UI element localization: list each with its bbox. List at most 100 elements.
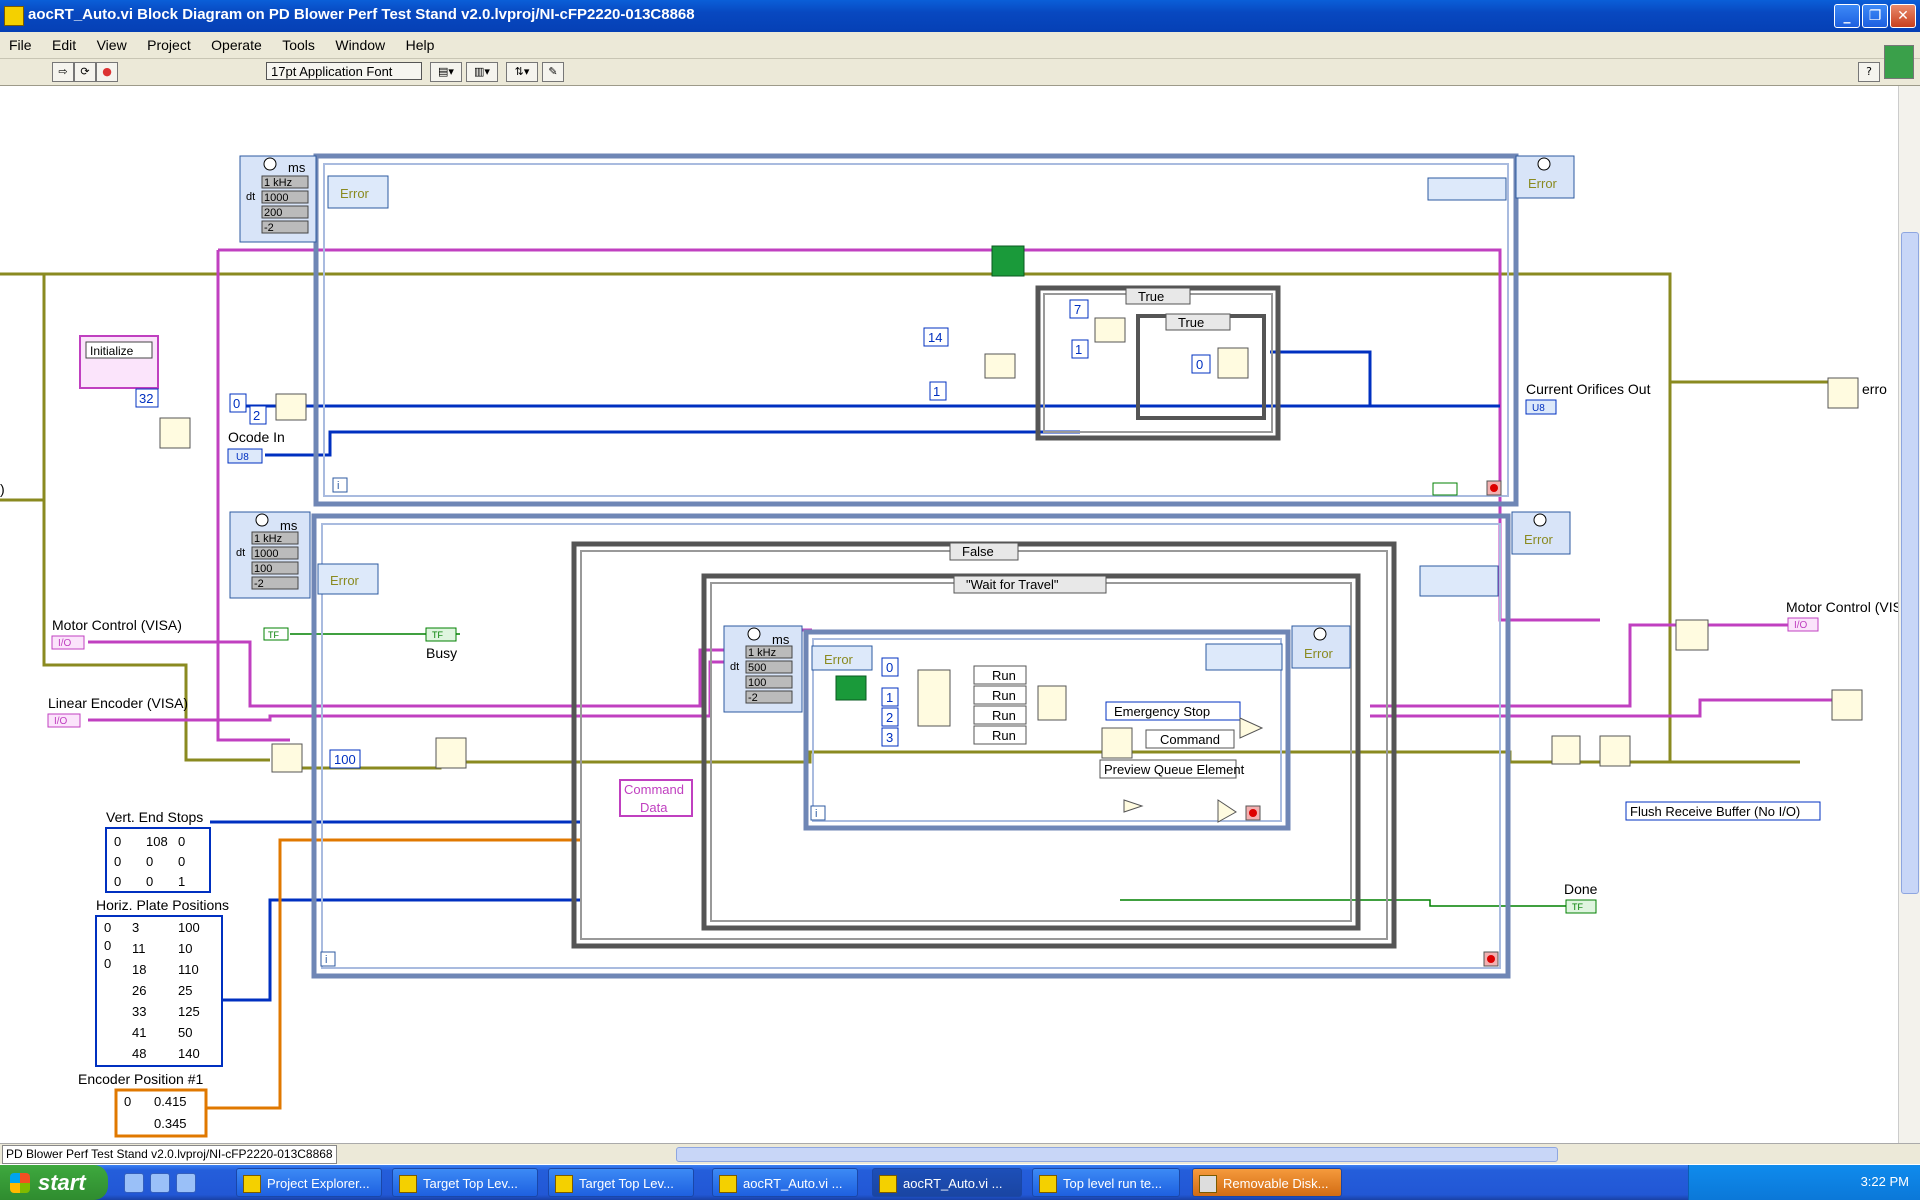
align-objects-icon[interactable]: ▤▾ [430, 62, 462, 82]
minimize-button[interactable]: _ [1834, 4, 1860, 28]
hpp-r4-c0: 33 [132, 1004, 146, 1019]
case-structure-true-inner[interactable]: True [1136, 313, 1266, 420]
loop-bottom-source: 1 kHz [254, 533, 282, 545]
task-target-top-2[interactable]: Target Top Lev... [548, 1168, 694, 1197]
wait-ms-icon [435, 737, 467, 769]
close-button[interactable]: ✕ [1890, 4, 1916, 28]
labview-icon [719, 1175, 737, 1193]
vi-icon [1884, 45, 1914, 79]
encoder-position-array[interactable]: Encoder Position #1 0 0.415 0.345 [78, 1071, 208, 1138]
hpp-r2-c1: 110 [178, 962, 199, 977]
const-0a: 0 [233, 396, 240, 411]
font-select[interactable]: 17pt Application Font [266, 62, 422, 80]
task-label: Top level run te... [1063, 1176, 1162, 1191]
ocode-in-label: Ocode In [228, 429, 285, 445]
svg-text:dt: dt [730, 661, 739, 673]
hpp-index-1: 0 [104, 938, 111, 953]
timed-loop-bottom[interactable]: ms 1 kHz dt 1000 100 -2 Error Error i [229, 511, 1571, 979]
cleanup-diagram-icon[interactable]: ✎ [542, 62, 564, 82]
hpp-r0-c0: 3 [132, 920, 139, 935]
task-top-level-run[interactable]: Top level run te... [1032, 1168, 1180, 1197]
reorder-icon[interactable]: ⇅▾ [506, 62, 538, 82]
loop-inner-unit: ms [772, 632, 790, 647]
loop-top-iteration: i [337, 480, 339, 492]
run-continuous-icon[interactable]: ⟳ [74, 62, 96, 82]
horizontal-scroll-thumb[interactable] [676, 1147, 1558, 1162]
block-diagram[interactable]: ms 1 kHz dt 1000 200 -2 Error Error i Tr… [0, 86, 1898, 1148]
case-structure-false[interactable]: False [571, 541, 1397, 949]
index-array-icon [917, 669, 951, 727]
done-label: Done [1564, 881, 1598, 897]
idx-2: 2 [886, 710, 893, 725]
hpp-index-0: 0 [104, 920, 111, 935]
menu-help[interactable]: Help [405, 37, 435, 53]
task-aocrt-auto-2[interactable]: aocRT_Auto.vi ... [872, 1168, 1022, 1197]
vert-end-stops-array[interactable]: Vert. End Stops 0 0 0 108 0 0 0 0 1 [105, 809, 211, 893]
task-project-explorer[interactable]: Project Explorer... [236, 1168, 382, 1197]
vertical-scroll-thumb[interactable] [1901, 232, 1919, 894]
case-structure-true-outer[interactable]: True [1035, 285, 1281, 441]
task-removable-disk[interactable]: Removable Disk... [1192, 1168, 1342, 1197]
horiz-plate-label: Horiz. Plate Positions [96, 897, 229, 913]
visa-close-icon [1675, 619, 1709, 651]
initialize-enum[interactable]: Initialize [79, 335, 159, 389]
menu-view[interactable]: View [96, 37, 127, 53]
menu-file[interactable]: File [9, 37, 32, 53]
task-target-top-1[interactable]: Target Top Lev... [392, 1168, 538, 1197]
run-arrow-icon[interactable]: ⇨ [52, 62, 74, 82]
case-structure-wait-for-travel[interactable]: "Wait for Travel" [701, 573, 1361, 931]
context-help-icon[interactable]: ? [1858, 62, 1880, 82]
timed-loop-top[interactable]: ms 1 kHz dt 1000 200 -2 Error Error i [239, 153, 1575, 507]
error-out-label: erro [1862, 381, 1887, 397]
menu-window[interactable]: Window [335, 37, 386, 53]
visa-read-icon [835, 675, 867, 701]
horiz-plate-positions-array[interactable]: Horiz. Plate Positions 0 0 0 3 100 11 10… [95, 897, 229, 1067]
hpp-r6-c0: 48 [132, 1046, 146, 1061]
motor-control-out-label: Motor Control (VISA [1786, 599, 1898, 615]
merge-errors-icon [1827, 377, 1859, 409]
ves-r0-c1: 0 [178, 834, 185, 849]
run-label-0: Run [992, 668, 1016, 683]
taskbar: start Project Explorer... Target Top Lev… [0, 1165, 1920, 1200]
labview-icon [879, 1175, 897, 1193]
timed-loop-inner[interactable]: ms 1 kHz dt 500 100 -2 Error Error i [723, 625, 1351, 831]
loop-bottom-error: Error [330, 573, 360, 588]
case-false-label: False [962, 544, 994, 559]
restore-button[interactable]: ❐ [1862, 4, 1888, 28]
merge-errors-left-icon [271, 743, 303, 773]
ves-r1-c1: 0 [178, 854, 185, 869]
loop-bottom-dt: 1000 [254, 548, 278, 560]
stop-icon-inner [1249, 809, 1257, 817]
stop-icon-top [1490, 484, 1498, 492]
ves-index-2: 0 [114, 874, 121, 889]
register-for-events-icon [991, 245, 1025, 277]
task-label: aocRT_Auto.vi ... [743, 1176, 843, 1191]
menu-project[interactable]: Project [147, 37, 191, 53]
hpp-r3-c0: 26 [132, 983, 146, 998]
loop-top-dt: 1000 [264, 192, 288, 204]
idx-0: 0 [886, 660, 893, 675]
ie-quicklaunch-icon[interactable] [176, 1173, 196, 1193]
menu-tools[interactable]: Tools [282, 37, 315, 53]
const-2: 2 [253, 408, 260, 423]
menu-edit[interactable]: Edit [52, 37, 77, 53]
abort-icon[interactable]: ● [96, 62, 118, 82]
hpp-r2-c0: 18 [132, 962, 146, 977]
menu-operate[interactable]: Operate [211, 37, 262, 53]
explorer-quicklaunch-icon[interactable] [150, 1173, 170, 1193]
release-queue-icon [1551, 735, 1581, 765]
hpp-r1-c0: 11 [132, 941, 146, 956]
distribute-objects-icon[interactable]: ▥▾ [466, 62, 498, 82]
motor-control-label: Motor Control (VISA) [52, 617, 182, 633]
const-1: 1 [933, 384, 940, 399]
linear-encoder-type: I/O [54, 716, 68, 727]
labview-icon [555, 1175, 573, 1193]
loop-inner-dt: 500 [748, 662, 766, 674]
disk-icon [1199, 1175, 1217, 1193]
browser-quicklaunch-icon[interactable] [124, 1173, 144, 1193]
hpp-r0-c1: 100 [178, 920, 200, 935]
loop-inner-iteration: i [815, 808, 817, 820]
task-aocrt-auto-1[interactable]: aocRT_Auto.vi ... [712, 1168, 858, 1197]
dbl-wire-encoder [200, 838, 580, 1110]
start-button[interactable]: start [0, 1165, 108, 1200]
